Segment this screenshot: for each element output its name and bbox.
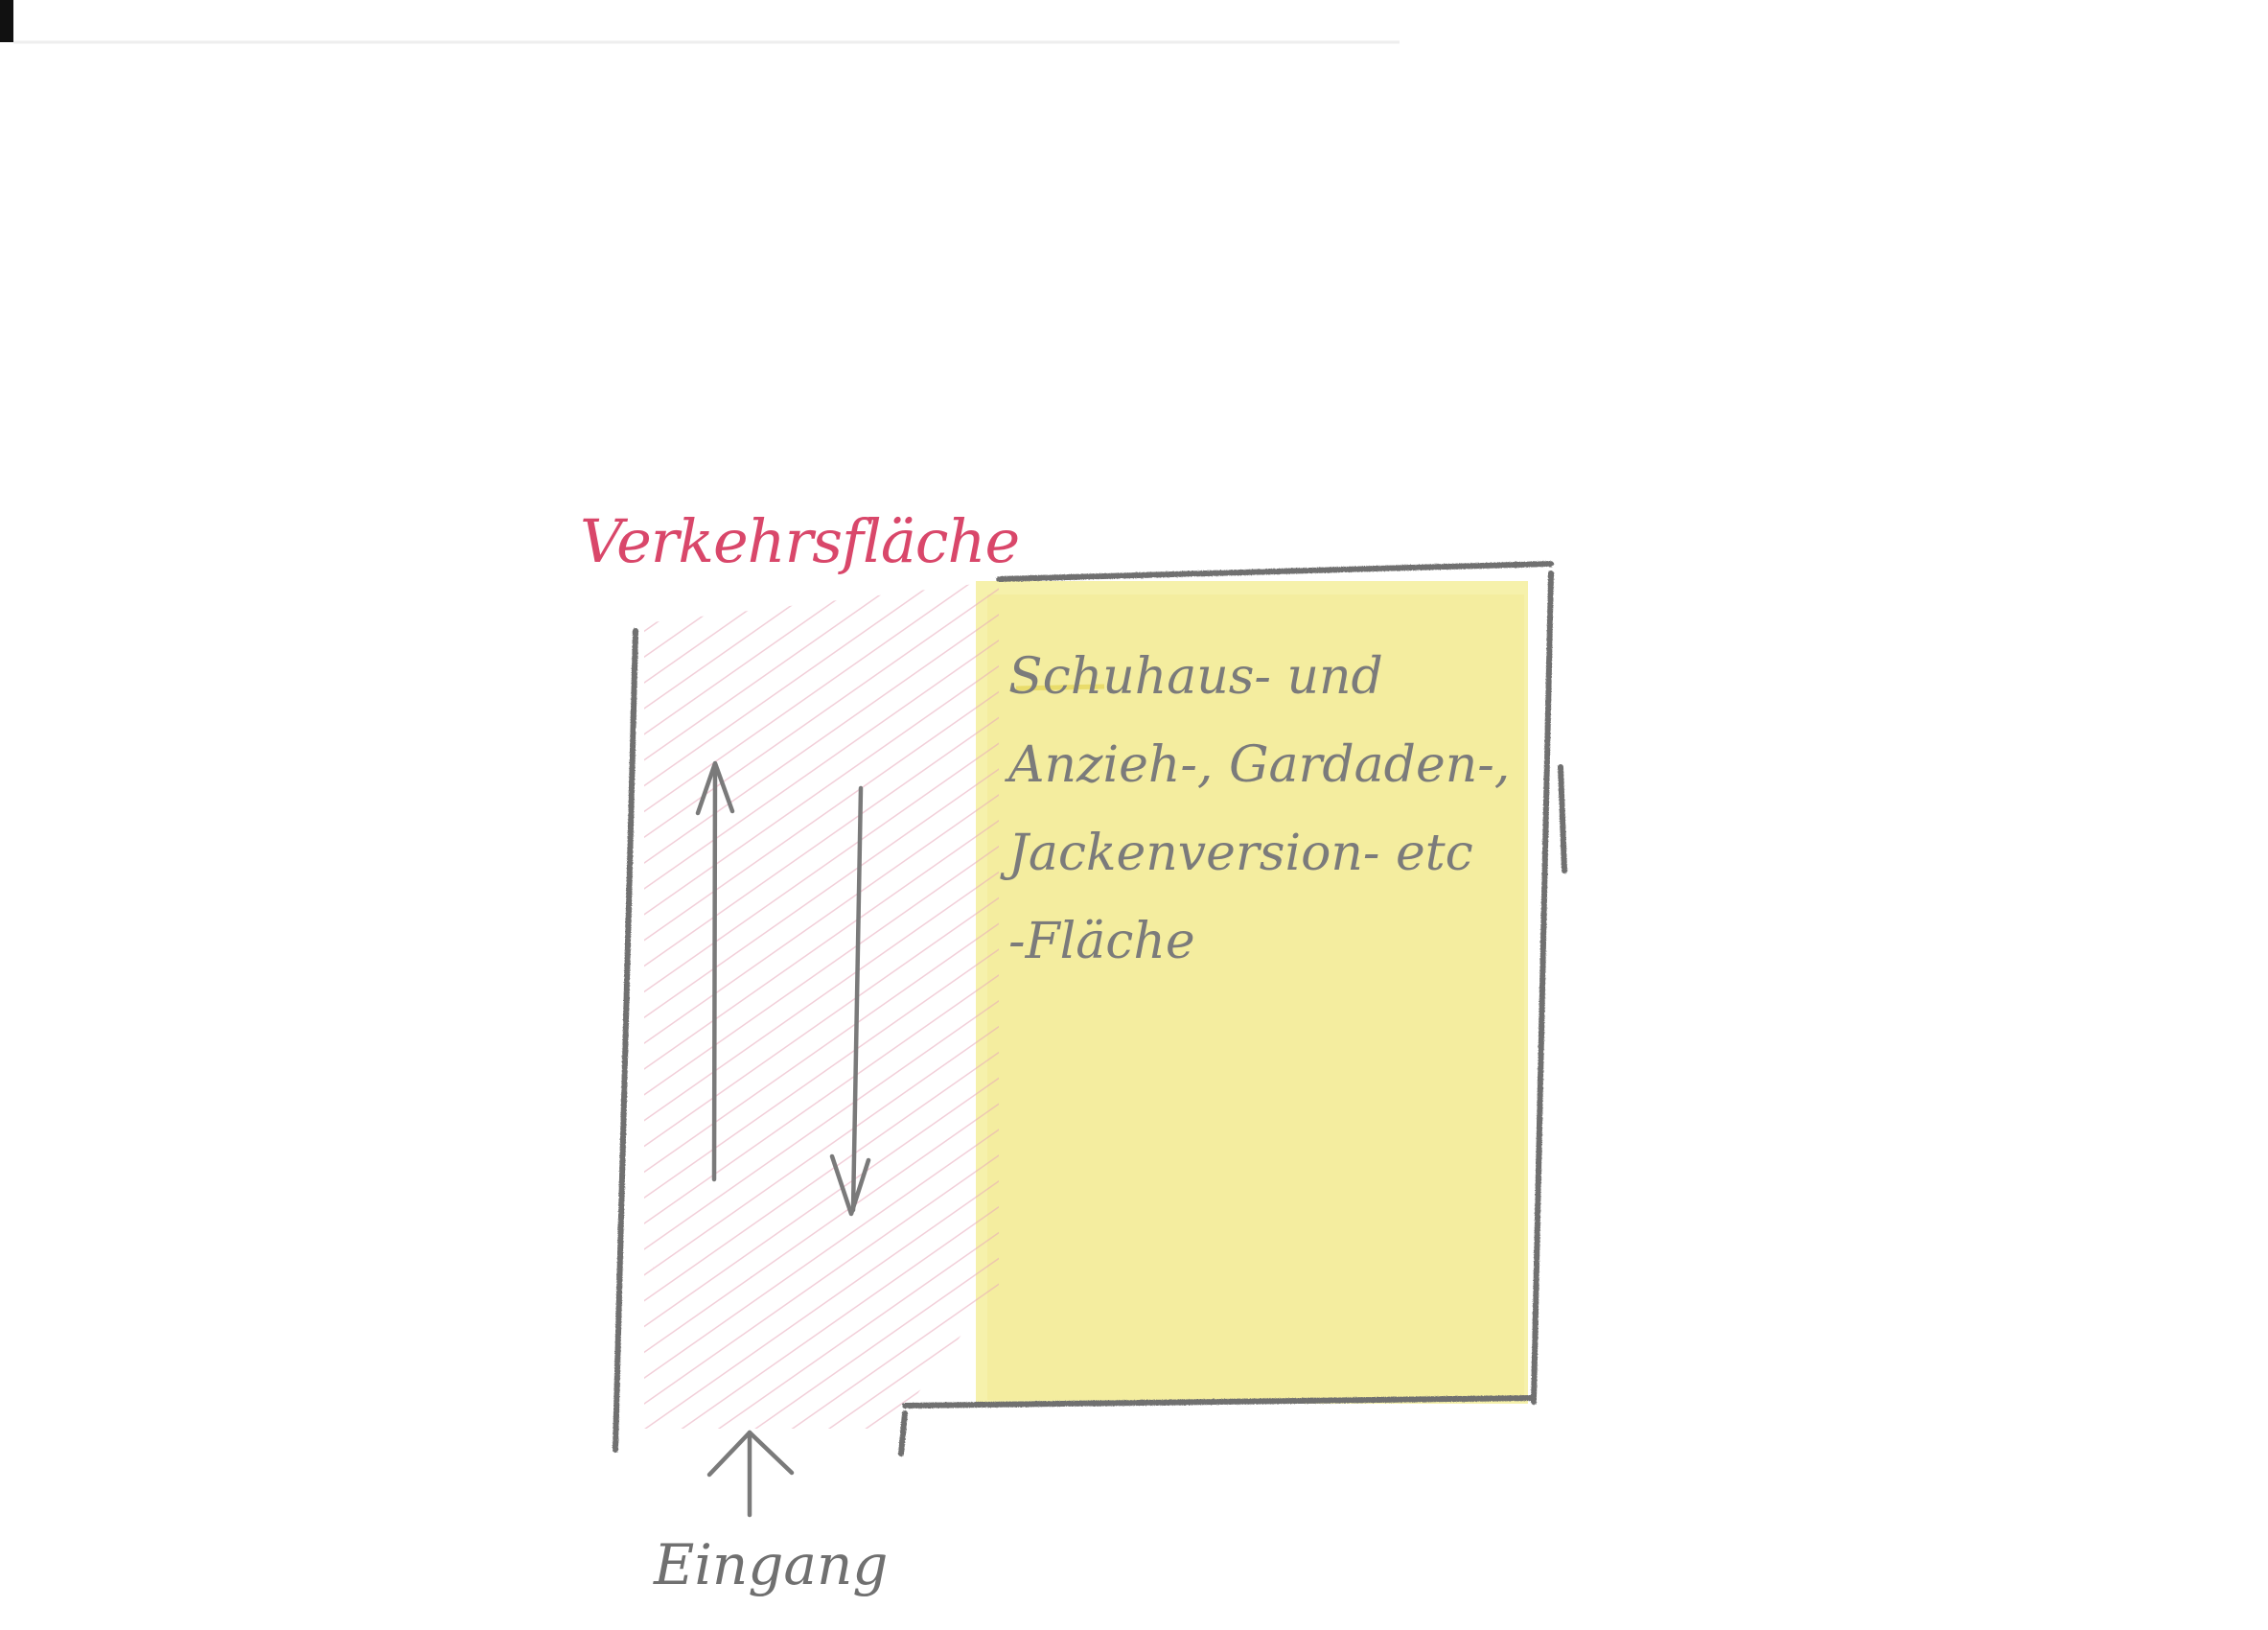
product-area-label: Schuhaus- und Anzieh-, Gardaden-, Jacken… xyxy=(1008,648,1511,970)
entrance-label: Eingang xyxy=(654,1532,889,1597)
arrow-up-icon xyxy=(695,760,735,1182)
traffic-area-label: Verkehrsfläche xyxy=(580,506,1020,576)
flow-arrows xyxy=(695,760,871,1518)
top-wall xyxy=(996,561,1554,582)
product-area-shading xyxy=(987,594,1524,1400)
bottom-wall xyxy=(902,1395,1537,1409)
entrance-jamb xyxy=(898,1410,908,1456)
walls xyxy=(613,561,1567,1456)
scan-mark xyxy=(0,0,13,42)
arrow-down-icon xyxy=(829,785,871,1217)
right-wall-mark xyxy=(1558,764,1567,873)
entrance-arrow-icon xyxy=(706,1430,795,1518)
text-highlight xyxy=(1015,684,1105,691)
right-wall xyxy=(1531,570,1554,1405)
traffic-area-hatch xyxy=(644,581,999,1429)
left-wall xyxy=(613,628,638,1453)
product-area-fill xyxy=(976,581,1528,1404)
